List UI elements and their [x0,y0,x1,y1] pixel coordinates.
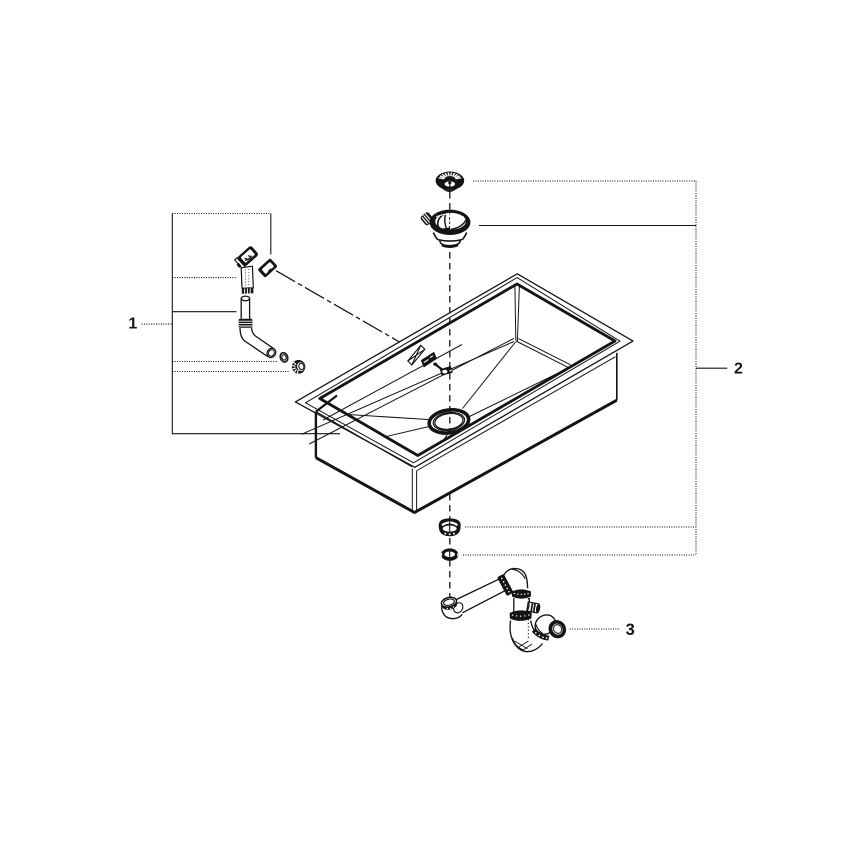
svg-text:2: 2 [734,360,743,377]
svg-text:1: 1 [128,316,137,333]
svg-text:3: 3 [626,621,635,639]
